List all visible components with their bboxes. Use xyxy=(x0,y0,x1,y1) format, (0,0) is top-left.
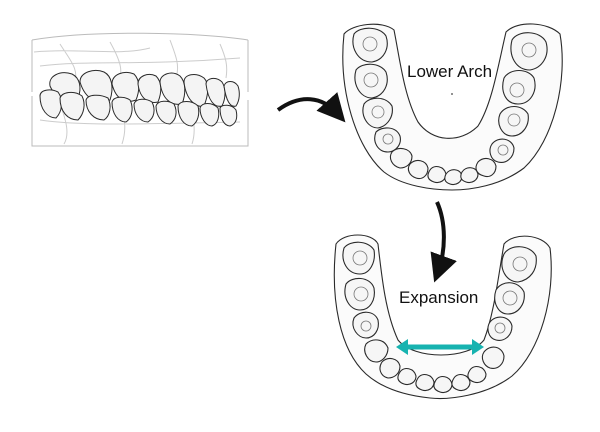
side-bite-illustration xyxy=(31,32,249,147)
down-arrow xyxy=(430,201,457,283)
expansion-label: Expansion xyxy=(399,288,479,307)
lower-arch-illustration xyxy=(342,23,563,191)
lower-arch-label: Lower Arch xyxy=(407,62,493,81)
curved-arrow xyxy=(276,92,346,123)
expanded-arch-illustration xyxy=(333,234,552,399)
center-dot xyxy=(451,93,453,95)
expansion-double-arrow xyxy=(396,339,484,355)
